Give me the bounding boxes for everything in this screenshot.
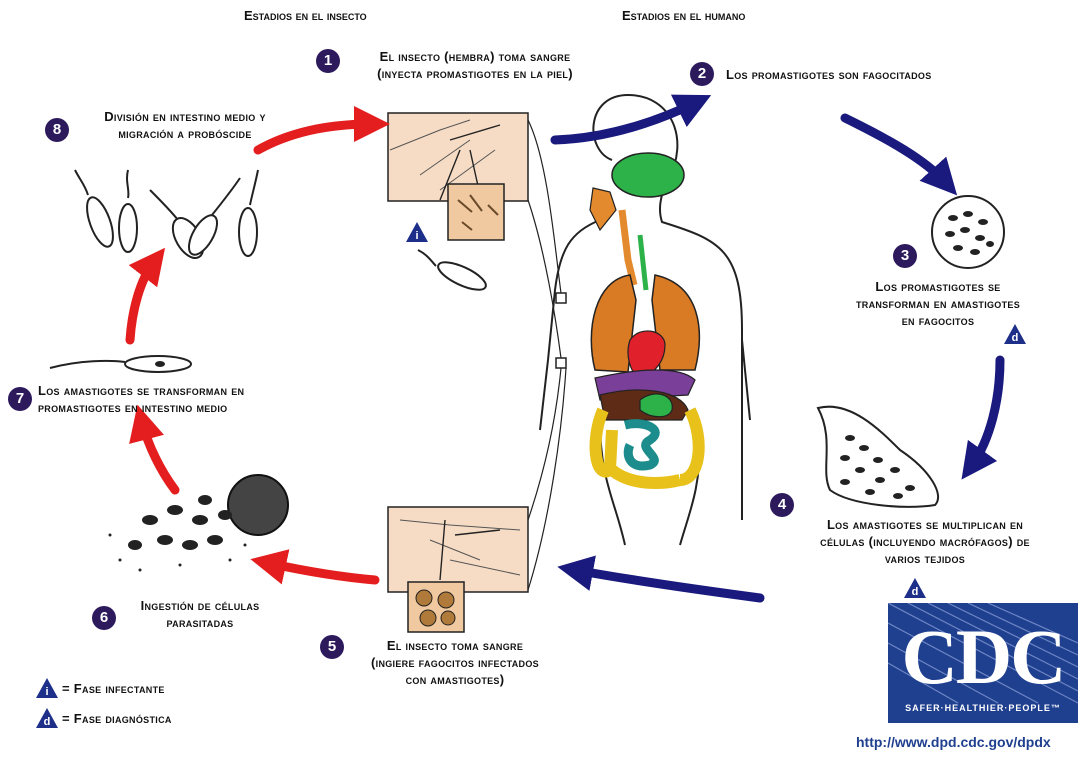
intestine-organ [625, 424, 655, 466]
step-1-label: El insecto (hembra) toma sangre (inyecta… [340, 48, 610, 82]
insect-feeding-panel-upper [388, 113, 528, 240]
human-organs [590, 153, 699, 483]
step-7-label: Los amastigotes se transforman en promas… [38, 382, 318, 416]
cdc-logo: CDC SAFER·HEALTHIER·PEOPLE™ [888, 603, 1078, 723]
svg-text:d: d [44, 716, 51, 728]
step-8-label: División en intestino medio y migración … [75, 108, 295, 142]
step-7-badge: 7 [8, 387, 32, 411]
svg-text:i: i [415, 230, 418, 242]
step-6-badge: 6 [92, 606, 116, 630]
cdc-logo-text: CDC [888, 617, 1078, 697]
step-3-label: Los promastigotes se transforman en amas… [848, 278, 1028, 329]
skin-marker-upper [556, 293, 566, 303]
step-3-badge: 3 [893, 244, 917, 268]
infective-marker-upper: i [406, 222, 428, 242]
skin-marker-lower [556, 358, 566, 368]
step-6-label: Ingestión de células parasitadas [120, 597, 280, 631]
legend-diagnostic-marker: d [36, 708, 58, 728]
stomach-organ [640, 394, 672, 417]
promastigote-step7 [50, 356, 191, 372]
svg-text:i: i [45, 686, 48, 698]
svg-text:d: d [912, 586, 919, 598]
legend-infective-label: = Fase infectante [62, 680, 165, 697]
parasitized-cells [109, 475, 289, 572]
step-4-label: Los amastigotes se multiplican en célula… [800, 516, 1050, 567]
human-stages-header: Estadios en el humano [622, 8, 745, 23]
diagnostic-marker-step4: d [904, 578, 926, 598]
source-url[interactable]: http://www.dpd.cdc.gov/dpdx [856, 734, 1051, 750]
svg-text:d: d [1012, 332, 1019, 344]
step-4-badge: 4 [770, 493, 794, 517]
step-1-badge: 1 [316, 49, 340, 73]
cdc-tagline: SAFER·HEALTHIER·PEOPLE™ [888, 703, 1078, 713]
step-8-badge: 8 [45, 118, 69, 142]
step-2-label: Los promastigotes son fagocitados [726, 66, 996, 83]
step-2-badge: 2 [690, 62, 714, 86]
insect-feeding-panel-lower [388, 507, 528, 632]
phagocyte-with-amastigotes [932, 196, 1004, 268]
promastigotes-step8 [75, 170, 258, 263]
promastigote-injected [418, 250, 489, 295]
step-5-label: El insecto toma sangre (ingiere fagocito… [340, 637, 570, 688]
legend-diagnostic-label: = Fase diagnóstica [62, 710, 172, 727]
insect-stages-header: Estadios en el insecto [244, 8, 367, 23]
infected-tissue-cell [818, 407, 938, 507]
infected-phagocyte-inset [408, 582, 464, 632]
brain-organ [612, 153, 684, 197]
legend-infective-marker: i [36, 678, 58, 698]
